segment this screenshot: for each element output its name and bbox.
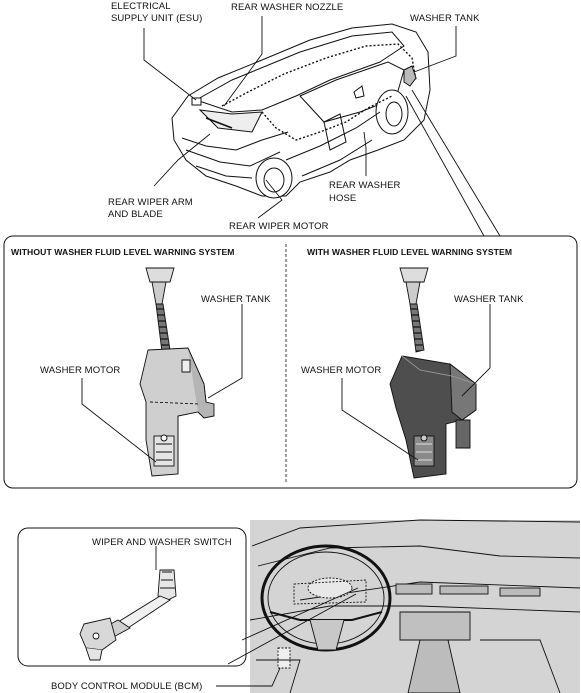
- label-rear-wiper-motor: REAR WIPER MOTOR: [229, 221, 329, 232]
- label-washer-motor-left: WASHER MOTOR: [40, 365, 121, 376]
- dashboard-illustration: [249, 519, 581, 693]
- switch-callout-lines: [227, 587, 359, 665]
- washer-tank-right-illustration: [389, 267, 477, 479]
- label-rear-wiper-arm-line1: REAR WIPER ARM: [108, 197, 193, 208]
- tank-comparison-frame: [3, 235, 578, 489]
- label-rear-wiper-arm-line2: AND BLADE: [108, 209, 163, 220]
- washer-tank-left-illustration: [139, 267, 215, 477]
- label-esu-line1: ELECTRICAL: [111, 1, 171, 12]
- label-washer-tank-right: WASHER TANK: [454, 294, 524, 305]
- vehicle-illustration: [171, 23, 431, 199]
- label-body-control-module: BODY CONTROL MODULE (BCM): [51, 681, 203, 692]
- label-rear-washer-hose-line1: REAR WASHER: [329, 180, 401, 191]
- label-rear-washer-hose-line2: HOSE: [329, 193, 357, 204]
- label-esu-line2: SUPPLY UNIT (ESU): [111, 13, 203, 24]
- top-leader-lines: [143, 16, 501, 237]
- label-washer-tank-left: WASHER TANK: [201, 294, 271, 305]
- wiper-switch-illustration: [79, 569, 177, 661]
- middle-leader-lines: [81, 304, 491, 463]
- switch-callout-frame: [17, 527, 247, 667]
- label-rear-washer-nozzle: REAR WASHER NOZZLE: [231, 2, 344, 13]
- label-washer-tank-top: WASHER TANK: [410, 13, 480, 24]
- bottom-leader-lines: [155, 546, 281, 687]
- header-with-warning-system: WITH WASHER FLUID LEVEL WARNING SYSTEM: [307, 247, 513, 257]
- header-without-warning-system: WITHOUT WASHER FLUID LEVEL WARNING SYSTE…: [11, 247, 235, 257]
- label-wiper-washer-switch: WIPER AND WASHER SWITCH: [92, 537, 232, 548]
- label-washer-motor-right: WASHER MOTOR: [301, 365, 382, 376]
